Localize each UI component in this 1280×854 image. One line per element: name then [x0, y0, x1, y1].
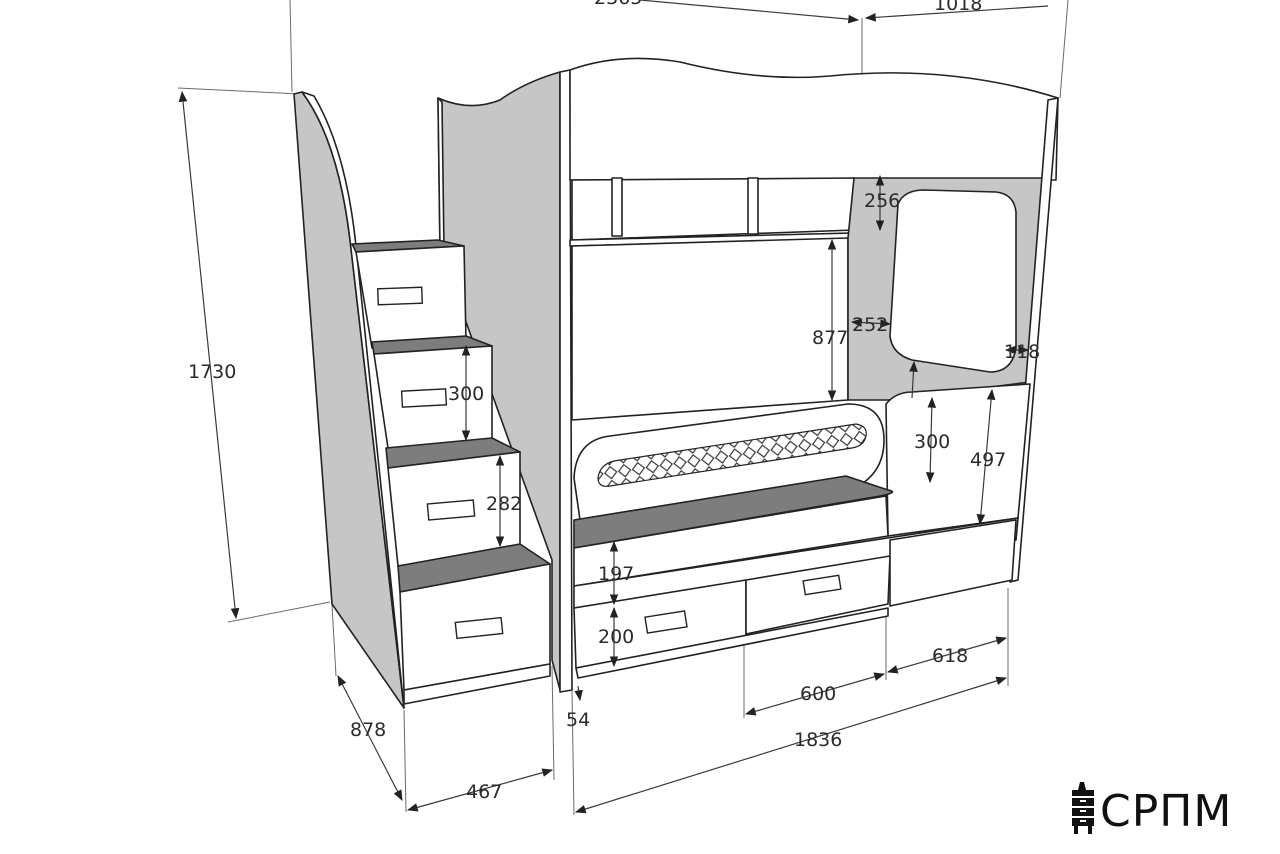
dim-drawer-front-upper: 197 — [598, 563, 634, 585]
logo-text: СРПМ — [1100, 786, 1232, 837]
dimension-labels: 2365 1018 1730 256 877 252 118 300 282 3… — [188, 0, 1040, 803]
dim-step-height-lower: 282 — [486, 493, 522, 515]
dim-step-height: 300 — [448, 383, 484, 405]
dim-side-height: 497 — [970, 449, 1006, 471]
brand-logo: СРПМ — [1072, 782, 1232, 837]
dim-window-bottom: 118 — [1004, 341, 1040, 363]
dim-total-height: 1730 — [188, 361, 236, 383]
dim-panel-thickness: 54 — [566, 709, 590, 731]
dimension-lines — [178, 0, 1049, 814]
dim-window-side: 252 — [852, 314, 888, 336]
dim-upper-depth: 1018 — [934, 0, 982, 15]
dim-end-box-width: 618 — [932, 645, 968, 667]
dim-stair-width: 467 — [466, 781, 502, 803]
dim-upper-clearance: 877 — [812, 327, 848, 349]
dim-drawer-width: 600 — [800, 683, 836, 705]
stair-side-panel — [293, 91, 405, 709]
dim-bed-length: 1836 — [794, 729, 842, 751]
stair-steps — [351, 239, 551, 705]
dim-stair-depth: 878 — [350, 719, 386, 741]
dim-total-width: 2365 — [594, 0, 642, 9]
dresser-icon — [1072, 782, 1094, 834]
dim-guard-height: 300 — [914, 431, 950, 453]
dim-guard-gap: 256 — [864, 190, 900, 212]
dim-drawer-front-lower: 200 — [598, 626, 634, 648]
